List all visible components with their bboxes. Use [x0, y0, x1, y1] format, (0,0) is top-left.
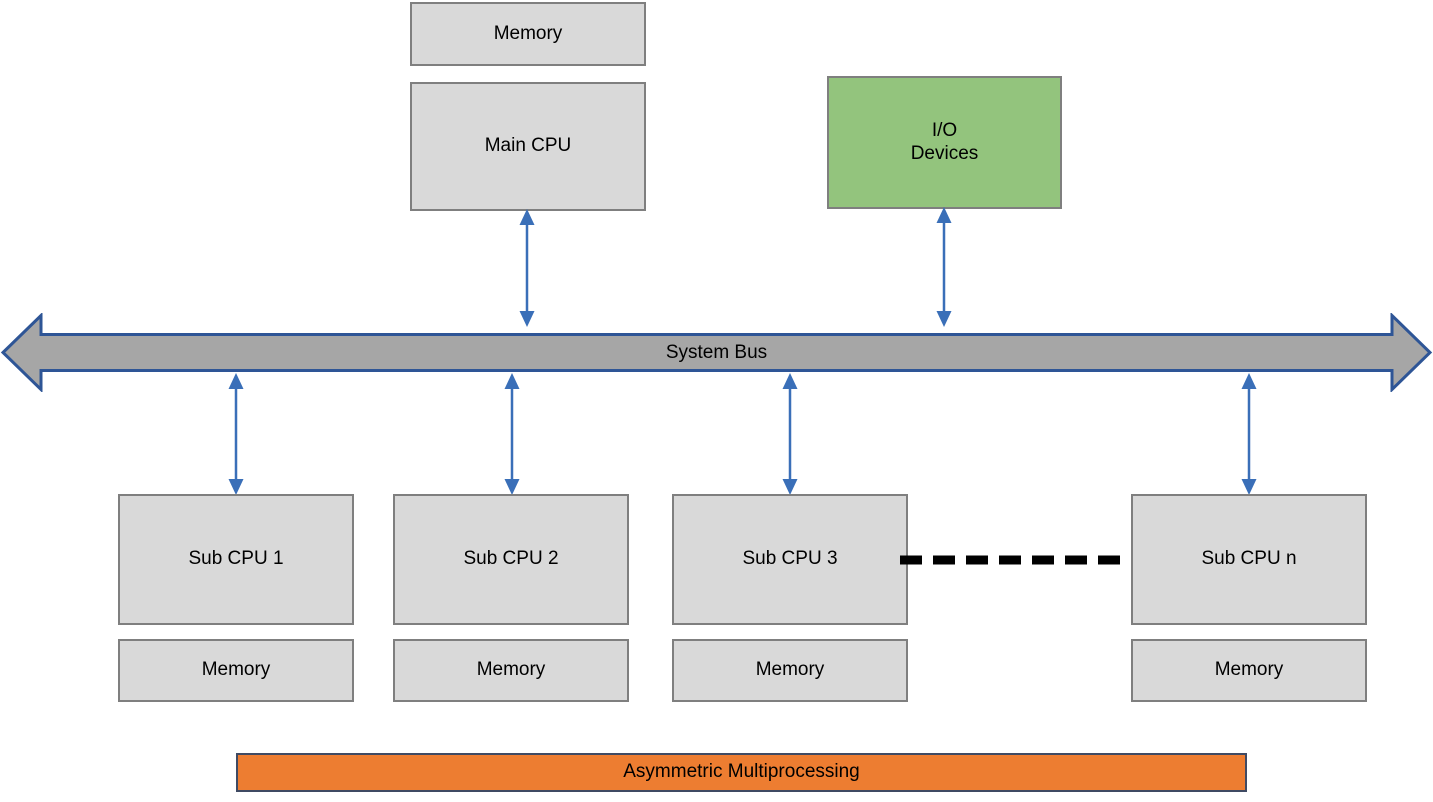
- io-devices-box: I/O Devices: [827, 76, 1062, 209]
- sub-cpu-1-box: Sub CPU 1: [118, 494, 354, 625]
- sub-cpu-2-memory-box: Memory: [393, 639, 629, 702]
- connector-bus-to-sub-cpu-3: [782, 373, 798, 495]
- connector-bus-to-sub-cpu-1: [228, 373, 244, 495]
- connector-bus-to-sub-cpu-2: [504, 373, 520, 495]
- main-cpu-box: Main CPU: [410, 82, 646, 211]
- sub-cpu-n-memory-box: Memory: [1131, 639, 1367, 702]
- connector-main-cpu-to-bus: [519, 209, 535, 327]
- sub-cpu-3-box: Sub CPU 3: [672, 494, 908, 625]
- sub-cpu-n-box: Sub CPU n: [1131, 494, 1367, 625]
- system-bus-arrow-shape: [0, 313, 1433, 392]
- connector-bus-to-sub-cpu-n: [1241, 373, 1257, 495]
- connector-sub-cpu-3-to-sub-cpu-n: [900, 555, 1140, 565]
- sub-cpu-2-box: Sub CPU 2: [393, 494, 629, 625]
- top-memory-box: Memory: [410, 2, 646, 66]
- connector-io-devices-to-bus: [936, 207, 952, 327]
- asymmetric-multiprocessing-banner: Asymmetric Multiprocessing: [236, 753, 1247, 792]
- sub-cpu-3-memory-box: Memory: [672, 639, 908, 702]
- sub-cpu-1-memory-box: Memory: [118, 639, 354, 702]
